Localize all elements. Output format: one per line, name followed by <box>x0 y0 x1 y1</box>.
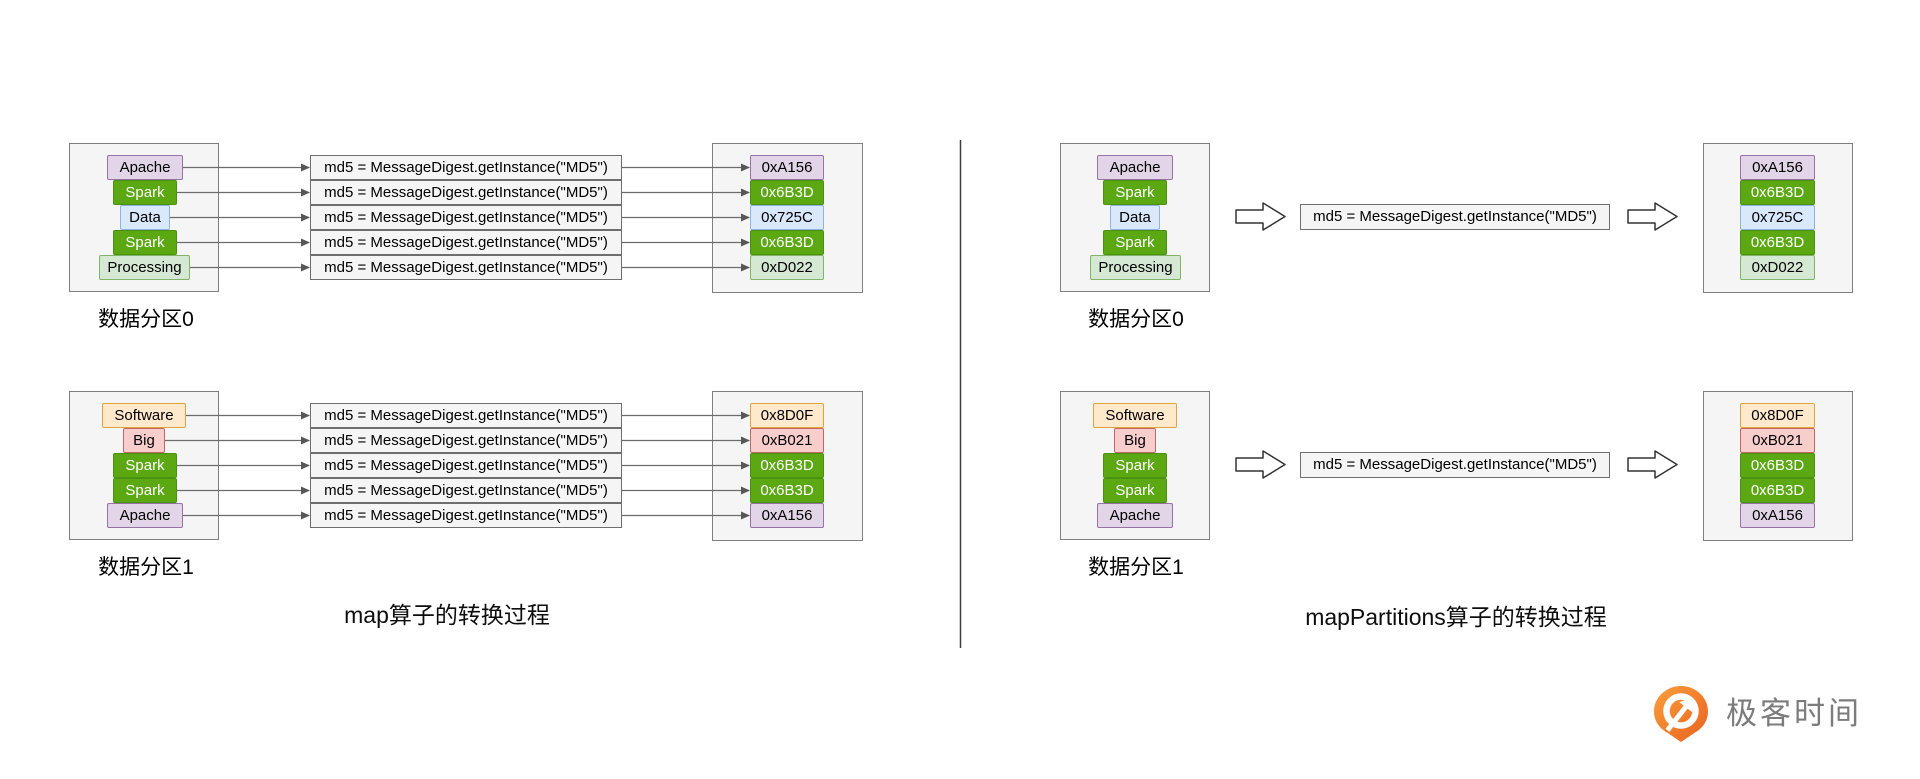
data-item: Spark <box>113 478 177 503</box>
data-item: Big <box>123 428 165 453</box>
logo-text: 极客时间 <box>1726 696 1862 731</box>
data-item: Software <box>1093 403 1177 428</box>
data-item: Spark <box>1103 478 1167 503</box>
logo: 极客时间 <box>1652 684 1862 744</box>
md5-box: md5 = MessageDigest.getInstance("MD5") <box>310 453 622 478</box>
data-item: Apache <box>1097 503 1173 528</box>
hash-item: 0x8D0F <box>750 403 824 428</box>
md5-box: md5 = MessageDigest.getInstance("MD5") <box>310 478 622 503</box>
hash-item: 0x6B3D <box>750 478 824 503</box>
data-item: Spark <box>113 180 177 205</box>
partition-label: 数据分区1 <box>98 556 194 579</box>
block-arrow-icon <box>1627 450 1678 479</box>
data-item: Data <box>120 205 170 230</box>
md5-box: md5 = MessageDigest.getInstance("MD5") <box>1300 452 1610 478</box>
block-arrow-icon <box>1627 202 1678 231</box>
hash-item: 0x6B3D <box>1740 230 1815 255</box>
hash-item: 0xD022 <box>750 255 824 280</box>
partition-label: 数据分区1 <box>1088 556 1184 579</box>
data-item: Spark <box>1103 180 1167 205</box>
md5-box: md5 = MessageDigest.getInstance("MD5") <box>310 155 622 180</box>
data-item: Software <box>102 403 186 428</box>
hash-item: 0xB021 <box>750 428 824 453</box>
diagram-caption: map算子的转换过程 <box>344 602 550 628</box>
hash-item: 0xD022 <box>1740 255 1815 280</box>
hash-item: 0x6B3D <box>750 230 824 255</box>
md5-box: md5 = MessageDigest.getInstance("MD5") <box>1300 204 1610 230</box>
hash-item: 0xB021 <box>1740 428 1815 453</box>
hash-item: 0xA156 <box>750 155 824 180</box>
data-item: Spark <box>113 230 177 255</box>
hash-item: 0x725C <box>1740 205 1815 230</box>
hash-item: 0xA156 <box>750 503 824 528</box>
hash-item: 0x6B3D <box>750 453 824 478</box>
md5-box: md5 = MessageDigest.getInstance("MD5") <box>310 403 622 428</box>
md5-box: md5 = MessageDigest.getInstance("MD5") <box>310 205 622 230</box>
data-item: Apache <box>107 155 183 180</box>
data-item: Apache <box>107 503 183 528</box>
partition-label: 数据分区0 <box>98 308 194 331</box>
hash-item: 0x6B3D <box>1740 453 1815 478</box>
data-item: Spark <box>1103 453 1167 478</box>
data-item: Apache <box>1097 155 1173 180</box>
hash-item: 0x6B3D <box>1740 478 1815 503</box>
geektime-logo-icon <box>1654 686 1708 742</box>
data-item: Spark <box>1103 230 1167 255</box>
md5-box: md5 = MessageDigest.getInstance("MD5") <box>310 255 622 280</box>
md5-box: md5 = MessageDigest.getInstance("MD5") <box>310 428 622 453</box>
data-item: Processing <box>1090 255 1181 280</box>
data-item: Processing <box>99 255 190 280</box>
data-item: Data <box>1110 205 1160 230</box>
hash-item: 0xA156 <box>1740 503 1815 528</box>
hash-item: 0x8D0F <box>1740 403 1815 428</box>
hash-item: 0x725C <box>750 205 824 230</box>
hash-item: 0x6B3D <box>1740 180 1815 205</box>
md5-box: md5 = MessageDigest.getInstance("MD5") <box>310 230 622 255</box>
diagram-caption: mapPartitions算子的转换过程 <box>1305 604 1607 630</box>
block-arrow-icon <box>1235 450 1286 479</box>
partition-label: 数据分区0 <box>1088 308 1184 331</box>
block-arrow-icon <box>1235 202 1286 231</box>
data-item: Spark <box>113 453 177 478</box>
data-item: Big <box>1114 428 1156 453</box>
hash-item: 0x6B3D <box>750 180 824 205</box>
hash-item: 0xA156 <box>1740 155 1815 180</box>
md5-box: md5 = MessageDigest.getInstance("MD5") <box>310 503 622 528</box>
md5-box: md5 = MessageDigest.getInstance("MD5") <box>310 180 622 205</box>
